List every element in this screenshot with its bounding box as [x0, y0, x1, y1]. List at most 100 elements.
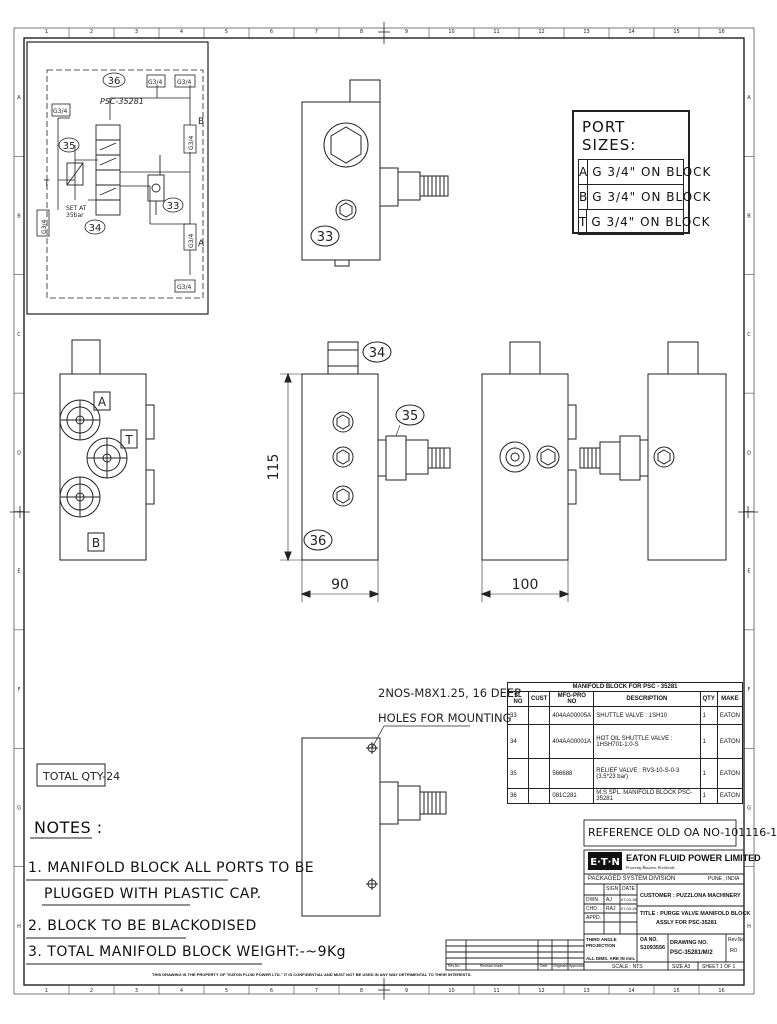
border-column-mark: 7: [315, 29, 318, 35]
border-row-mark: F: [748, 687, 751, 693]
top-view: [301, 79, 449, 267]
note-1-cont: PLUGGED WITH PLASTIC CAP.: [44, 886, 262, 902]
bom-cell-mfg: 404AA00005A: [549, 706, 595, 725]
oa-number: S1093556: [640, 945, 666, 951]
border-row-mark: E: [17, 569, 20, 575]
left-view: [59, 339, 155, 561]
bom-cell-make: EATON: [716, 788, 744, 804]
border-column-mark: 4: [180, 988, 183, 994]
front-view-balloon-35: 35: [402, 409, 419, 424]
note-3: 3. TOTAL MANIFOLD BLOCK WEIGHT:-~9Kg: [28, 944, 347, 960]
border-column-mark: 4: [180, 29, 183, 35]
bom-header-cust: CUST: [528, 691, 551, 707]
schematic-port-size-7: G3/4: [41, 220, 48, 234]
schematic-port-size-1: G3/4: [148, 79, 162, 86]
date-label: DATE: [622, 886, 635, 892]
table-row: 35 566688 RELIEF VALVE : RV3-10-S-0-3 (3…: [506, 758, 744, 789]
left-view-port-t: T: [124, 433, 133, 447]
border-row-mark: B: [17, 214, 21, 220]
border-row-mark: G: [17, 805, 21, 811]
schematic-port-size-6: G3/4: [177, 284, 191, 291]
border-column-mark: 3: [135, 29, 138, 35]
front-view-balloon-36: 36: [310, 534, 327, 549]
notes-underlines: [26, 837, 262, 965]
schematic-port-t: T: [43, 179, 50, 189]
dimension-height: 115: [266, 454, 282, 481]
bom-cell-make: EATON: [716, 724, 744, 759]
schematic-port-size-4: G3/4: [188, 136, 195, 150]
oa-label: OA NO.: [640, 937, 658, 943]
border-column-mark: 14: [628, 29, 634, 35]
schematic-set-at: SET AT: [66, 205, 87, 212]
top-view-balloon-33: 33: [317, 230, 334, 245]
border-column-mark: 12: [538, 29, 544, 35]
company-name: EATON FLUID POWER LIMITED: [626, 853, 761, 863]
dwn-sign: AJ: [606, 897, 612, 903]
bom-cell-qty: 1: [699, 758, 718, 789]
bom-cell-cust: [528, 706, 551, 725]
port-size-value-b: G 3/4" ON BLOCK: [592, 190, 712, 204]
port-size-port-b: B: [579, 185, 589, 209]
border-row-mark: B: [747, 214, 751, 220]
border-row-mark: C: [17, 332, 21, 338]
rev-label: Rev.No: [728, 937, 745, 943]
front-view: [280, 341, 451, 602]
schematic-balloon-35: 35: [63, 141, 76, 152]
division: PACKAGED SYSTEM DIVISION: [588, 876, 676, 882]
customer: CUSTOMER : PUZZLONA MACHINERY: [640, 893, 741, 899]
sheet-count: SHEET 1 OF 1: [702, 964, 736, 970]
bom-cell-mfg: 566688: [549, 758, 595, 789]
border-column-mark: 12: [538, 988, 544, 994]
border-column-mark: 6: [270, 29, 273, 35]
border-column-mark: 13: [583, 988, 589, 994]
border-column-mark: 5: [225, 988, 228, 994]
port-size-row-t: T G 3/4" ON BLOCK: [578, 209, 710, 235]
port-sizes-box: PORT SIZES: A G 3/4" ON BLOCK B G 3/4" O…: [572, 110, 710, 235]
note-2: 2. BLOCK TO BE BLACKODISED: [28, 918, 257, 934]
chd-sign: RAJ: [606, 906, 616, 912]
eaton-logo: E·T·N: [590, 857, 620, 868]
bom-cell-sl: 36: [506, 788, 530, 804]
bom-cell-mfg: 404AA00001A: [549, 724, 595, 759]
mounting-note-line1: 2NOS-M8X1.25, 16 DEEP: [378, 686, 521, 700]
side-view-2: [579, 341, 727, 561]
border-column-mark: 11: [493, 29, 499, 35]
border-column-mark: 2: [90, 29, 93, 35]
title-line2: ASSLY FOR PSC-35281: [656, 920, 717, 926]
sheet-size: SIZE A3: [672, 964, 691, 970]
centering-marks: [10, 22, 758, 1000]
border-row-mark: H: [17, 924, 21, 930]
drawing-no-label: DRAWING NO.: [670, 940, 708, 946]
rev-header-date: Date: [540, 964, 548, 968]
scale: SCALE : NTS: [612, 964, 643, 970]
dimension-width-side: 100: [512, 577, 539, 593]
border-row-mark: D: [17, 450, 21, 456]
rev-header-made: Revision made: [480, 964, 504, 968]
border-column-mark: 5: [225, 29, 228, 35]
appd-label: APPD.: [586, 915, 602, 921]
sign-label: SIGN: [606, 886, 619, 892]
reference-note: REFERENCE OLD OA NO-101116-1: [588, 826, 777, 839]
bom-cell-sl: 33: [506, 706, 530, 725]
border-column-mark: 2: [90, 988, 93, 994]
rev-number: R0: [730, 948, 738, 954]
bom-cell-sl: 35: [506, 758, 530, 789]
rev-header-originator: Originator: [553, 964, 569, 968]
bom-header-desc: DESCRIPTION: [593, 691, 701, 707]
schematic-balloon-34: 34: [89, 223, 102, 234]
border-column-mark: 1: [45, 29, 48, 35]
bom-cell-cust: [528, 758, 551, 789]
front-view-balloon-34: 34: [369, 346, 386, 361]
port-size-value-t: G 3/4" ON BLOCK: [591, 215, 711, 229]
bom-caption-row: MANIFOLD BLOCK FOR PSC - 35281: [507, 682, 743, 692]
schematic-balloon-33: 33: [167, 201, 180, 212]
hydraulic-schematic: G3/4 G3/4 G3/4 G3/4 G3/4 G3/4 G3/4 SET A…: [26, 41, 209, 315]
border-column-mark: 15: [673, 29, 679, 35]
border-column-mark: 10: [448, 988, 454, 994]
border-column-mark: 14: [628, 988, 634, 994]
schematic-port-b: B: [198, 117, 204, 127]
note-1: 1. MANIFOLD BLOCK ALL PORTS TO BE: [28, 860, 315, 876]
border-column-mark: 1: [45, 988, 48, 994]
bom-header-make: MAKE: [716, 691, 744, 707]
title-line1: TITLE : PURGE VALVE MANIFOLD BLOCK: [640, 911, 751, 917]
